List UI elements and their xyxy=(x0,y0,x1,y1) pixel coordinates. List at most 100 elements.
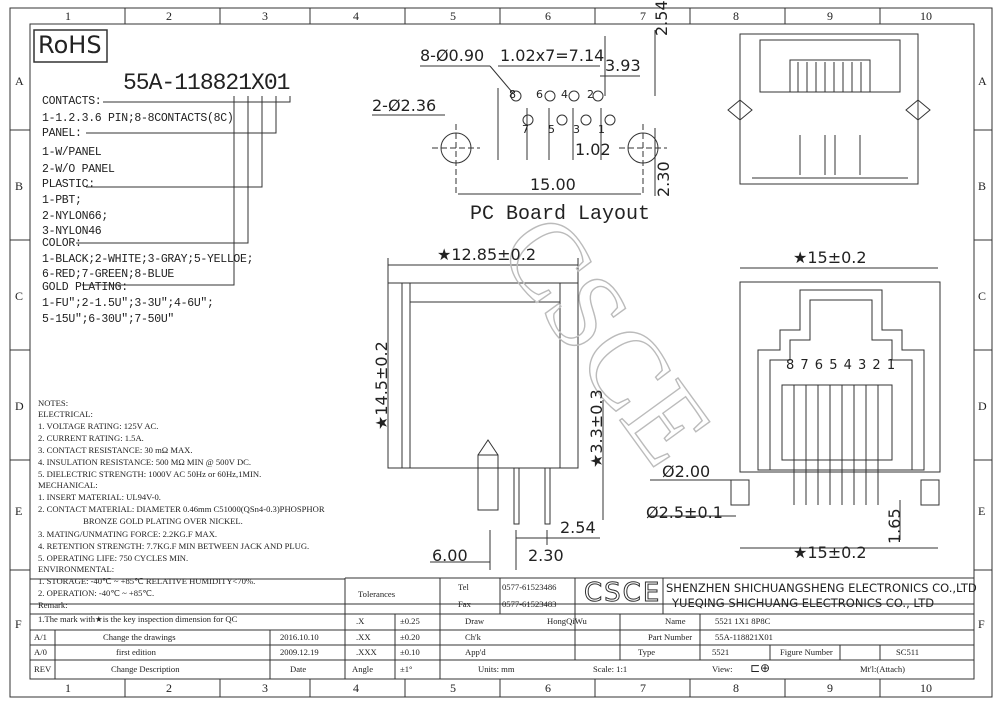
side-width: ★12.85±0.2 xyxy=(437,245,536,264)
col-label: 2 xyxy=(166,9,172,23)
tb-units: Units: mm xyxy=(478,664,515,674)
spec-plastic-3: 3-NYLON46 xyxy=(42,225,102,238)
tb-tol-x-v: ±0.25 xyxy=(400,616,420,626)
col-label: 1 xyxy=(65,9,71,23)
spec-plastic-label: PLASTIC: xyxy=(42,178,95,191)
notes-line: 4. RETENTION STRENGTH: 7.7KG.F MIN BETWE… xyxy=(38,541,310,551)
spec-gold-label: GOLD PLATING: xyxy=(42,281,128,294)
pcb-d254: 2.54 xyxy=(652,0,671,36)
part-code: 55A-118821X01 xyxy=(123,70,290,96)
tb-tol-xx-v: ±0.20 xyxy=(400,632,420,642)
row-label: D xyxy=(15,399,24,413)
side-d600: 6.00 xyxy=(432,546,468,565)
col-label: 5 xyxy=(450,681,456,695)
tb-company-yq: YUEQING SHICHUANG ELECTRONICS CO., LTD xyxy=(672,596,935,610)
side-d254: 2.54 xyxy=(560,518,596,537)
side-d230: 2.30 xyxy=(528,546,564,565)
side-height: ★14.5±0.2 xyxy=(372,341,391,430)
tb-draw: Draw xyxy=(465,616,485,626)
tb-tel-label: Tel xyxy=(458,582,469,592)
tb-fax-label: Fax xyxy=(458,599,471,609)
tb-view: View: xyxy=(712,664,733,674)
spec-plastic-1: 1-PBT; xyxy=(42,194,82,207)
tb-rev-a0-desc: first edition xyxy=(116,647,156,657)
spec-color-1: 1-BLACK;2-WHITE;3-GRAY;5-YELLOE; xyxy=(42,253,254,266)
notes-line: 1. VOLTAGE RATING: 125V AC. xyxy=(38,421,159,431)
notes-line: 4. INSULATION RESISTANCE: 500 MΩ MIN @ 5… xyxy=(38,457,252,467)
pcb-d393: 3.93 xyxy=(605,56,641,75)
row-label: B xyxy=(978,179,987,193)
pcb-hole-large: 2-Ø2.36 xyxy=(372,96,437,115)
pcb-d230: 2.30 xyxy=(654,161,673,197)
tb-material: Mt'l:(Attach) xyxy=(860,664,905,674)
tb-draw-by: HongQiWu xyxy=(547,616,587,626)
row-label: E xyxy=(15,504,23,518)
row-label: E xyxy=(978,504,986,518)
notes-line: 2. CURRENT RATING: 1.5A. xyxy=(38,433,144,443)
tb-fax: 0577-61523483 xyxy=(502,599,557,609)
notes-line: 2. CONTACT MATERIAL: DIAMETER 0.46mm C51… xyxy=(38,504,325,514)
tb-angle-v: ±1° xyxy=(400,664,413,674)
row-label: B xyxy=(15,179,24,193)
watermark-csce: CSCE xyxy=(476,192,736,486)
pcb-pin: 7 xyxy=(522,123,529,136)
tb-type-label: Type xyxy=(638,647,656,657)
notes-line: ENVIRONMENTAL: xyxy=(38,564,115,574)
notes-line: 3. CONTACT RESISTANCE: 30 mΩ MAX. xyxy=(38,445,193,455)
col-label: 10 xyxy=(920,681,932,695)
notes-line: BRONZE GOLD PLATING OVER NICKEL. xyxy=(38,516,243,526)
tb-company-sz: SHENZHEN SHICHUANGSHENG ELECTRONICS CO.,… xyxy=(666,581,977,595)
spec-plastic-2: 2-NYLON66; xyxy=(42,210,109,223)
spec-gold-1: 1-FU";2-1.5U";3-3U";4-6U"; xyxy=(42,297,214,310)
tb-rev-a0-date: 2009.12.19 xyxy=(280,647,319,657)
front-pin-numbers: 8 7 6 5 4 3 2 1 xyxy=(786,358,897,373)
pcb-d102: 1.02 xyxy=(575,140,611,159)
notes-line: 5. OPERATING LIFE: 750 CYCLES MIN. xyxy=(38,553,189,563)
tb-scale: Scale: 1:1 xyxy=(593,664,628,674)
tb-rev-desc: Change Description xyxy=(111,664,180,674)
pcb-pin: 8 xyxy=(509,88,516,101)
pcb-title: PC Board Layout xyxy=(470,203,651,226)
col-label: 9 xyxy=(827,9,833,23)
tb-tel: 0577-61523486 xyxy=(502,582,557,592)
col-label: 3 xyxy=(262,9,268,23)
col-label: 4 xyxy=(353,9,359,23)
notes-line: 1. INSERT MATERIAL: UL94V-0. xyxy=(38,492,161,502)
pcb-hole-small: 8-Ø0.90 xyxy=(420,46,485,65)
tb-chk: Ch'k xyxy=(465,632,481,642)
notes-line: ELECTRICAL: xyxy=(38,409,93,419)
notes-line: 1. STORAGE: -40℃ ~ +85℃ RELATIVE HUMIDIT… xyxy=(38,576,256,586)
pcb-pin: 2 xyxy=(587,88,594,101)
col-label: 6 xyxy=(545,9,551,23)
spec-gold-2: 5-15U";6-30U";7-50U" xyxy=(42,313,175,326)
row-label: C xyxy=(15,289,24,303)
col-label: 6 xyxy=(545,681,551,695)
col-label: 10 xyxy=(920,9,932,23)
notes-line: Remark: xyxy=(38,600,68,610)
row-label: F xyxy=(15,617,22,631)
tb-pn-label: Part Number xyxy=(648,632,693,642)
front-d165: 1.65 xyxy=(885,508,904,544)
notes-line: 1.The mark with★is the key inspection di… xyxy=(38,614,238,624)
pcb-pin: 5 xyxy=(548,123,555,136)
tb-pn: 55A-118821X01 xyxy=(715,632,773,642)
tb-name: 5521 1X1 8P8C xyxy=(715,616,771,626)
pcb-pin: 4 xyxy=(561,88,568,101)
pcb-pin: 3 xyxy=(573,123,580,136)
front-d200: Ø2.00 xyxy=(662,462,711,481)
notes-line: NOTES: xyxy=(38,398,69,408)
col-label: 7 xyxy=(640,681,646,695)
spec-panel-label: PANEL: xyxy=(42,127,82,140)
tb-appd: App'd xyxy=(465,647,486,657)
rohs-mark: RoHS xyxy=(38,31,102,59)
tb-tol-xxx-v: ±0.10 xyxy=(400,647,420,657)
tb-name-label: Name xyxy=(665,616,686,626)
pcb-pin: 6 xyxy=(536,88,543,101)
row-label: A xyxy=(15,74,24,88)
tb-angle: Angle xyxy=(352,664,374,674)
notes-line: 3. MATING/UNMATING FORCE: 2.2KG.F MAX. xyxy=(38,529,218,539)
tb-rev-a1-desc: Change the drawings xyxy=(103,632,176,642)
tb-rev-a1-date: 2016.10.10 xyxy=(280,632,319,642)
side-pin: ★3.3±0.3 xyxy=(587,389,606,468)
pcb-pin: 1 xyxy=(598,123,605,136)
